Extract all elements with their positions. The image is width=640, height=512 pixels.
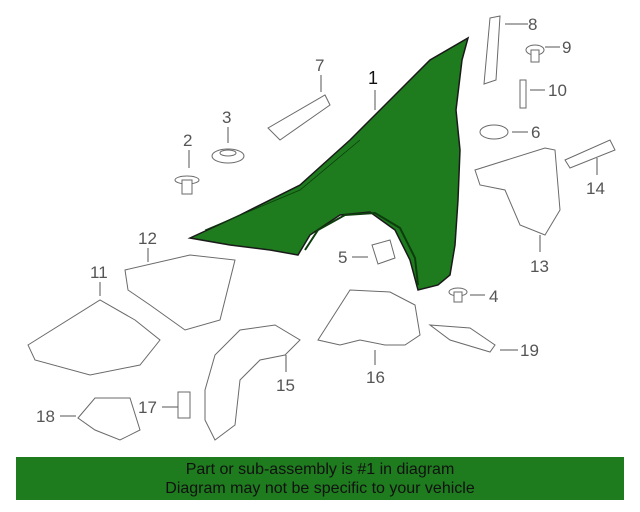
callout-8: 8 [528,15,537,34]
callout-13: 13 [530,257,549,276]
callout-3: 3 [222,108,231,127]
part-2-bolt[interactable] [174,175,200,195]
callout-1: 1 [368,68,378,88]
callout-16: 16 [366,368,385,387]
callout-10: 10 [548,81,567,100]
part-1-fender[interactable] [187,36,470,291]
notice-line-1: Part or sub-assembly is #1 in diagram [185,461,455,478]
callout-5: 5 [338,248,347,267]
callout-labels: 1 2 3 4 5 6 7 8 9 10 11 12 13 14 15 16 1… [36,15,605,426]
callout-2: 2 [183,131,192,150]
callout-15: 15 [276,376,295,395]
part-9-bolt[interactable] [525,44,545,63]
part-8-trim[interactable] [483,15,501,85]
callout-7: 7 [315,56,324,75]
callout-9: 9 [562,38,571,57]
callout-11: 11 [90,263,108,282]
part-10-bolt[interactable] [519,79,527,109]
leader-lines [60,23,598,417]
diagram-notice-banner: Part or sub-assembly is #1 in diagram Di… [16,457,624,500]
callout-17: 17 [138,398,157,417]
part-6-grommet[interactable] [479,124,509,140]
part-12-bracket[interactable] [124,254,236,331]
part-19-trim[interactable] [428,324,496,353]
part-3-grommet[interactable] [211,148,245,164]
callout-12: 12 [138,229,157,248]
part-4-clip[interactable] [448,287,468,303]
part-16-fender-liner[interactable] [317,289,421,346]
callout-4: 4 [489,287,498,306]
part-17-label[interactable] [177,391,191,419]
fender-parts-diagram: 1 2 3 4 5 6 7 8 9 10 11 12 13 14 15 16 1… [27,15,616,441]
part-18-bracket[interactable] [77,397,141,441]
part-15-fender-liner[interactable] [204,324,301,441]
part-11-splash-shield[interactable] [27,299,161,376]
callout-6: 6 [531,123,540,142]
notice-line-2: Diagram may not be specific to your vehi… [165,480,475,497]
part-7-bracket[interactable] [267,94,331,141]
part-14-trim[interactable] [564,139,616,169]
callout-19: 19 [520,341,539,360]
part-5-bracket[interactable] [371,239,396,265]
callout-14: 14 [586,179,605,198]
part-13-inner-panel[interactable] [474,147,561,236]
callout-18: 18 [36,407,55,426]
